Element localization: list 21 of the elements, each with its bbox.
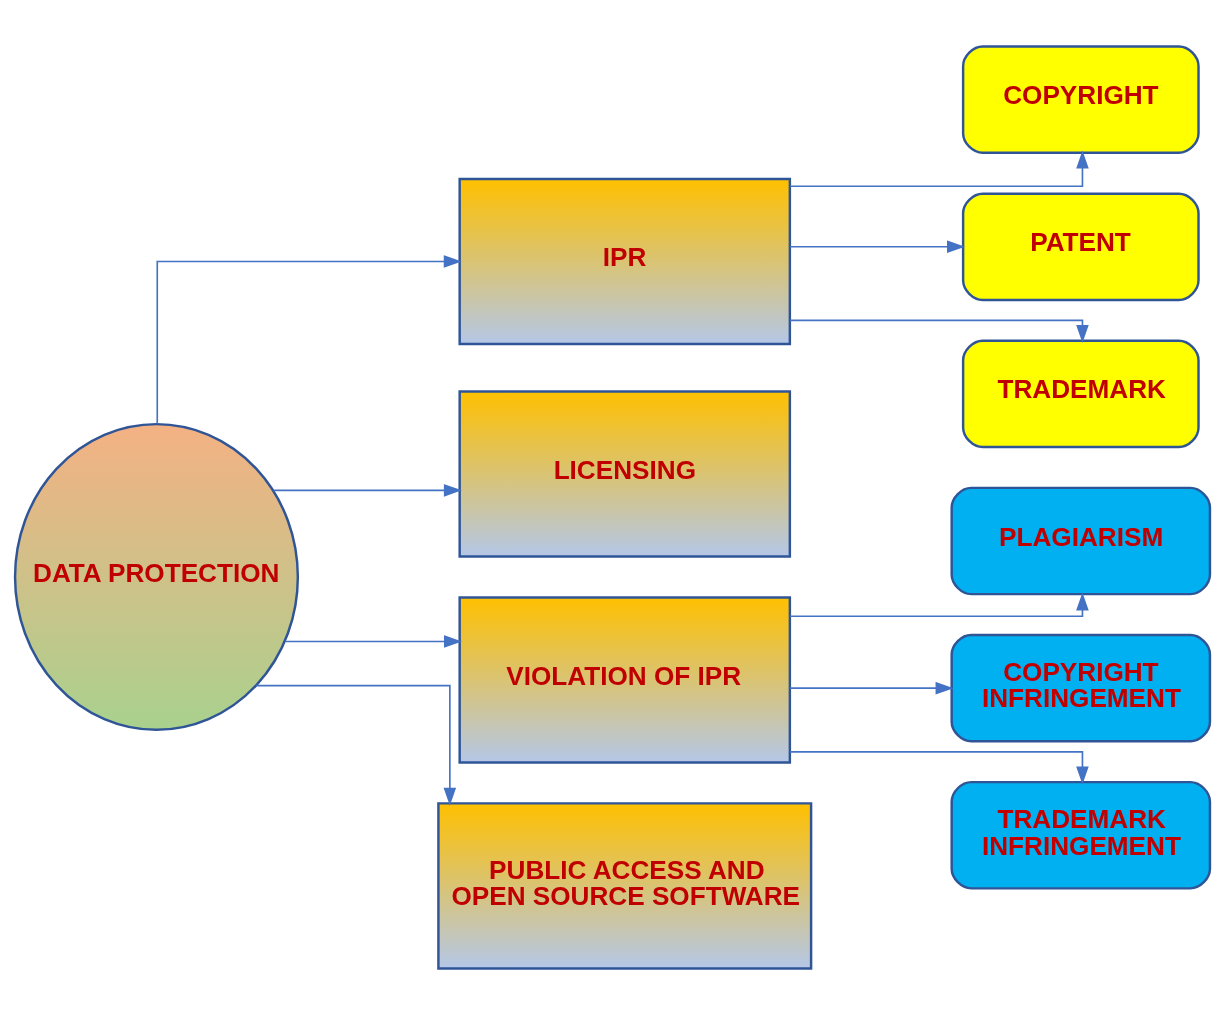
- arrow: [789, 592, 1089, 617]
- arrow: [789, 319, 1089, 343]
- arrow: [789, 150, 1089, 188]
- arrow: [272, 484, 462, 497]
- arrow: [789, 751, 1089, 785]
- node-box: LICENSING: [458, 390, 792, 558]
- node-box: IPR: [458, 177, 792, 346]
- node-box: TRADEMARK INFRINGEMENT: [950, 780, 1212, 890]
- node-box: COPYRIGHT: [961, 45, 1200, 154]
- node-box: COPYRIGHT INFRINGEMENT: [950, 633, 1212, 743]
- node-box: TRADEMARK: [961, 339, 1200, 449]
- arrow: [789, 240, 965, 254]
- arrow: [284, 635, 462, 648]
- arrow: [789, 681, 954, 695]
- node-circle: DATA PROTECTION: [13, 422, 300, 732]
- node-box: PUBLIC ACCESS AND OPEN SOURCE SOFTWARE: [437, 802, 813, 970]
- node-box: PATENT: [961, 192, 1200, 302]
- arrow: [255, 684, 457, 806]
- node-box: PLAGIARISM: [950, 486, 1212, 596]
- arrow: [156, 255, 462, 425]
- node-box: VIOLATION OF IPR: [458, 596, 792, 764]
